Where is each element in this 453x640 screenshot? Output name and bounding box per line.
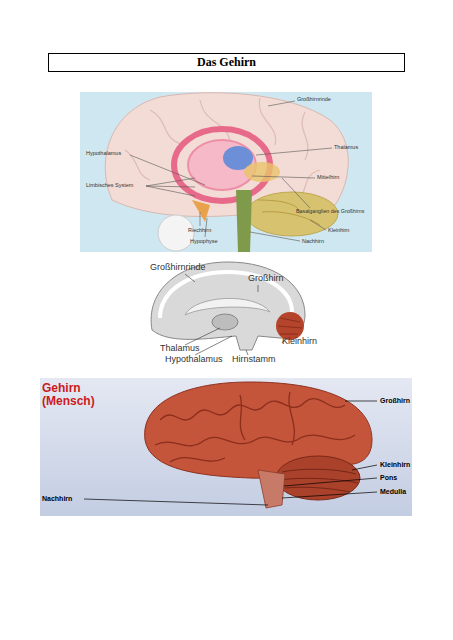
part-label: Limbisches System (86, 183, 133, 189)
gyri-lines (155, 392, 355, 462)
brainstem-shape (258, 470, 285, 508)
cerebellum-shape (276, 456, 360, 500)
cerebellum-folds (278, 318, 302, 334)
part-label: Kleinhirn (282, 337, 317, 346)
brain-section-illustration (151, 262, 305, 355)
part-label: Kleinhirn (328, 228, 349, 234)
thalamus-shape (212, 314, 238, 330)
part-label: Großhirn (380, 397, 410, 404)
gyri-lines (125, 98, 320, 200)
leader-lines (185, 274, 286, 355)
leader-lines (130, 101, 332, 241)
part-label: Hirnstamm (232, 355, 276, 364)
image-background (40, 378, 412, 516)
part-label: Nachhirn (42, 495, 72, 502)
part-label: Hypophyse (190, 239, 218, 245)
basal-ganglia-shape (244, 162, 280, 182)
cerebellum-shape (276, 312, 304, 340)
part-label: Kleinhirn (380, 461, 410, 468)
title-box: Das Gehirn (48, 53, 405, 72)
leader-lines (84, 401, 377, 505)
part-label: Mittelhirn (317, 175, 339, 181)
part-label: Basalganglien des Großhirns (296, 209, 364, 215)
corpus-callosum (185, 298, 270, 315)
part-label: Großhirnrinde (150, 263, 206, 272)
part-label: Medulla (380, 488, 406, 495)
part-label: Hypothalamus (165, 355, 223, 364)
image-heading: Gehirn (Mensch) (42, 382, 104, 407)
brain-cutaway-illustration (80, 92, 372, 252)
image-background (80, 92, 372, 252)
part-label: Pons (380, 474, 397, 481)
part-label: Riechhirn (188, 228, 211, 234)
part-label: Nachhirn (302, 239, 324, 245)
cerebrum-section (151, 262, 305, 350)
part-label: Großhirnrinde (297, 97, 331, 103)
part-label: Hypothalamus (86, 151, 121, 157)
brainstem-shape (236, 190, 252, 252)
olfactory-shape (192, 200, 210, 222)
brain-photo-illustration (40, 378, 412, 516)
page-title: Das Gehirn (197, 55, 256, 70)
cortex-band (160, 272, 292, 318)
part-label: Großhirn (248, 274, 284, 283)
part-label: Thalamus (334, 145, 358, 151)
part-label: Thalamus (160, 344, 200, 353)
